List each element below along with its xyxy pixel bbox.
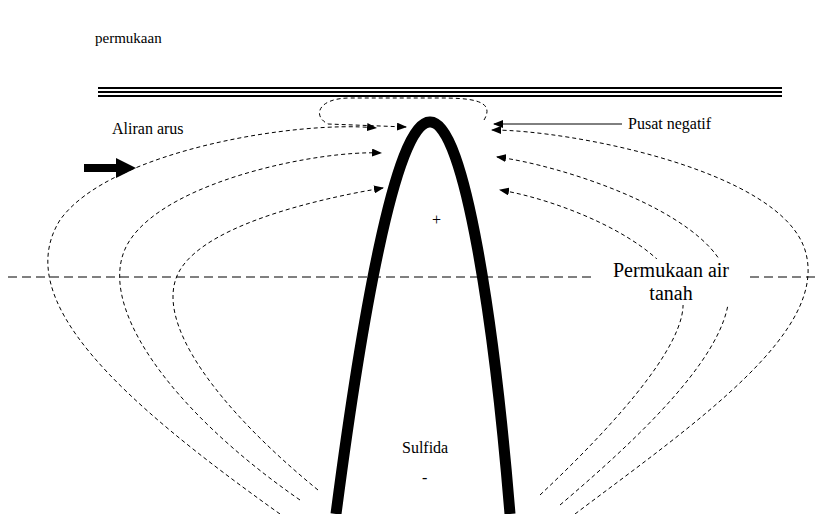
node-text: Sulfida — [402, 439, 448, 457]
current-direction-arrow — [84, 158, 136, 178]
node-text: - — [422, 469, 427, 487]
current-lines — [48, 98, 808, 514]
text-label: Pusat negatif — [628, 115, 711, 133]
text-label: Permukaan air tanah — [596, 259, 746, 305]
leader-line — [494, 124, 622, 125]
node-text: + — [432, 211, 441, 229]
text-label: Aliran arus — [112, 120, 184, 138]
sulfide-body: + Sulfida - — [325, 112, 525, 514]
ground-surface — [98, 88, 782, 96]
text-label: permukaan — [95, 30, 162, 47]
